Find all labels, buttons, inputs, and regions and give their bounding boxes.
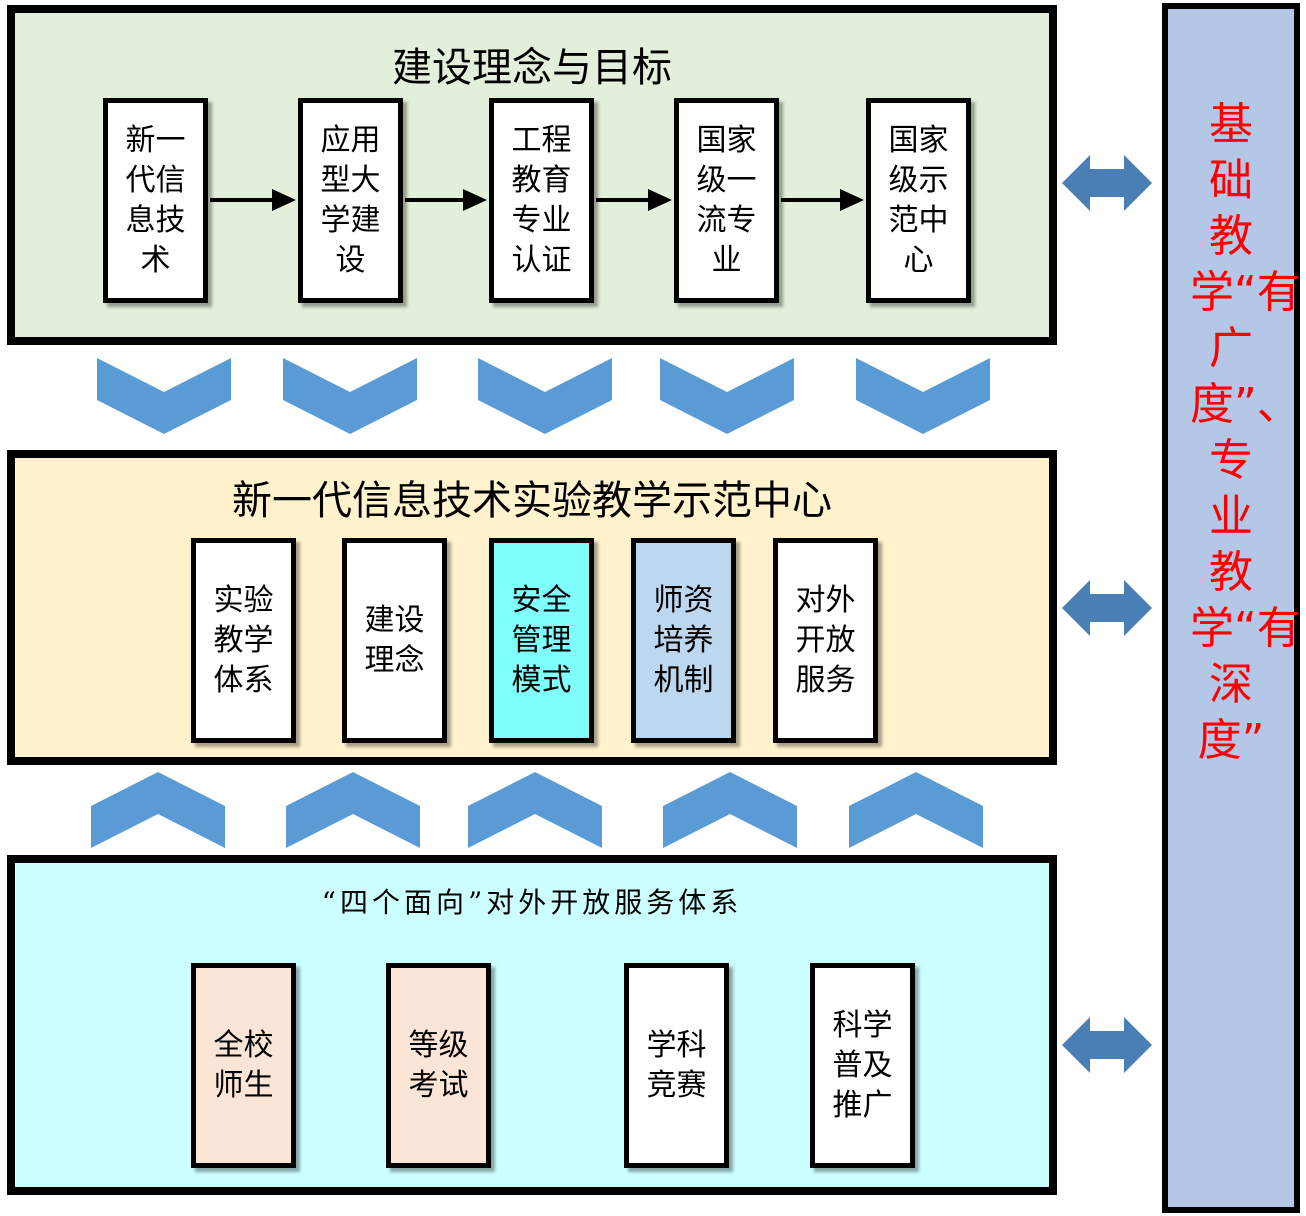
up-chevron-icon [663,772,797,848]
down-chevron-icon [283,358,417,434]
down-chevron-icon [478,358,612,434]
down-chevron-icon [97,358,231,434]
item-all-teachers-students: 全校师生 [191,963,296,1168]
item-safety-management: 安全管理模式 [489,538,594,743]
double-arrow-icon [1062,155,1152,211]
open-service-title: “四个面向”对外开放服务体系 [321,886,743,919]
item-subject-competitions: 学科竞赛 [624,963,729,1168]
item-grade-exams: 等级考试 [386,963,491,1168]
up-chevron-icon [91,772,225,848]
down-chevron-icon [856,358,990,434]
step-box-new-it: 新一代信息技术 [103,98,208,303]
concept-goal-title: 建设理念与目标 [392,45,672,91]
demo-center-title: 新一代信息技术实验教学示范中心 [232,478,832,524]
step-box-applied-university: 应用型大学建设 [298,98,403,303]
item-science-popularization: 科学普及推广 [810,963,915,1168]
down-chevron-icon [660,358,794,434]
up-chevron-icon [286,772,420,848]
double-arrow-icon [1062,580,1152,636]
double-arrow-icon [1062,1017,1152,1073]
up-chevron-icon [849,772,983,848]
item-faculty-training: 师资培养机制 [631,538,736,743]
step-box-engineering-certification: 工程教育专业认证 [489,98,594,303]
item-teaching-system: 实验教学体系 [191,538,296,743]
item-construction-concept: 建设理念 [342,538,447,743]
up-chevron-icon [468,772,602,848]
step-box-national-first-class-major: 国家级一流专业 [674,98,779,303]
side-panel-text: 基础教学“有广度”、专业教学“有深度” [1190,99,1301,766]
step-box-national-demo-center: 国家级示范中心 [866,98,971,303]
item-external-service: 对外开放服务 [773,538,878,743]
side-panel: 基础教学“有广度”、专业教学“有深度” [1162,3,1301,1213]
